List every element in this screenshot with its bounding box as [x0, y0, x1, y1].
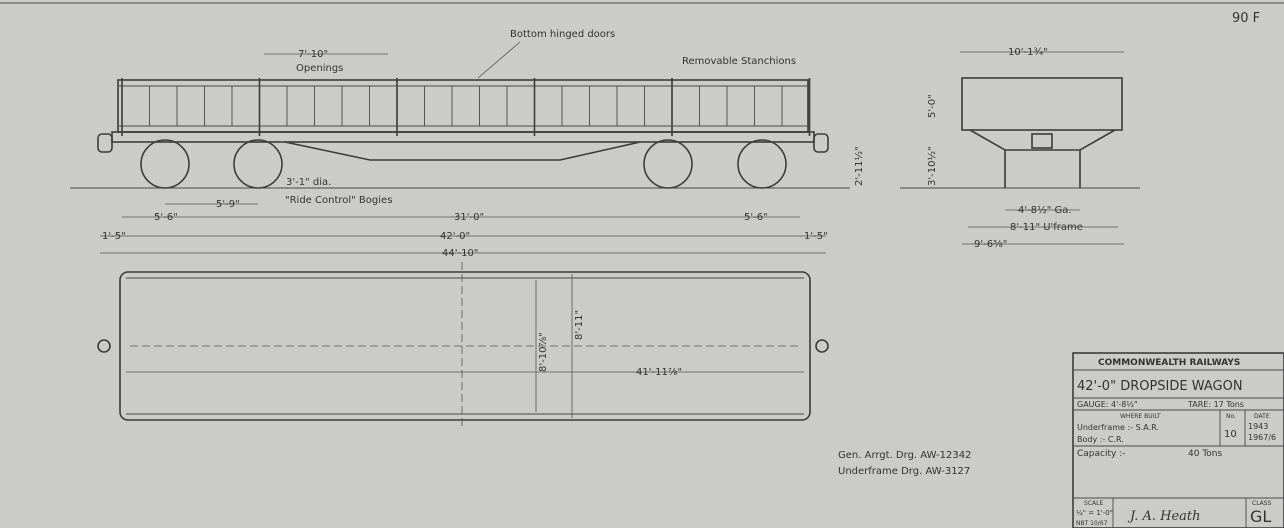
coupler-left — [97, 133, 113, 153]
wagon-body — [117, 79, 809, 133]
dim-coupler-height: 2'-11½" — [853, 146, 865, 186]
label-openings: Openings — [296, 63, 343, 74]
ref-gen-arrangement: Gen. Arrgt. Drg. AW-12342 — [838, 450, 971, 461]
wheel — [737, 139, 787, 189]
ref-underframe-drawing: Underframe Drg. AW-3127 — [838, 466, 970, 477]
where-built-header: WHERE BUILT — [1120, 413, 1161, 420]
label-bogies: "Ride Control" Bogies — [285, 195, 392, 206]
dim-bogie-centres: 31'-0" — [454, 212, 484, 223]
title-block-tare: TARE: 17 Tons — [1187, 400, 1244, 409]
dim-overhang-left: 5'-6" — [154, 212, 178, 223]
dim-underframe-width: 8'-11" U'frame — [1010, 222, 1083, 233]
label-removable-stanchions: Removable Stanchions — [682, 56, 796, 67]
dim-inside-length: 41'-11⅞" — [636, 367, 682, 378]
dim-end-floor-height: 3'-10½" — [926, 146, 938, 186]
end-coupler — [1031, 133, 1053, 149]
underframe-built: Underframe :- S.A.R. — [1077, 423, 1159, 432]
coupler-plan-right — [815, 339, 829, 353]
wagon-number: 10 — [1224, 429, 1237, 440]
dim-overhang-right: 5'-6" — [744, 212, 768, 223]
dim-inside-width: 8'-10⅞" — [538, 332, 549, 372]
title-block-org: COMMONWEALTH RAILWAYS — [1098, 358, 1240, 368]
body-built: Body :- C.R. — [1077, 435, 1124, 444]
sheet-ref: 90 F — [1232, 11, 1260, 26]
fishbelly-girder — [284, 141, 641, 161]
dim-overall-width: 9'-6⅝" — [974, 239, 1007, 250]
coupler-right — [813, 133, 829, 153]
date-1: 1943 — [1248, 422, 1268, 431]
title-block: COMMONWEALTH RAILWAYS 42'-0" DROPSIDE WA… — [1072, 352, 1284, 528]
scale-note: NBT 10/67 — [1076, 520, 1108, 527]
dim-gauge: 4'-8½" Ga. — [1018, 204, 1072, 216]
dim-overall-length: 44'-10" — [442, 248, 478, 259]
dim-end-body-height: 5'-0" — [927, 94, 938, 118]
dim-buffer-right: 1'-5" — [804, 231, 828, 242]
class-value: GL — [1250, 507, 1271, 526]
dim-body-length: 42'-0" — [440, 231, 470, 242]
plan-outline — [119, 271, 811, 421]
wheel — [233, 139, 283, 189]
wheel — [140, 139, 190, 189]
scale-header: SCALE — [1084, 500, 1103, 507]
no-header: No. — [1226, 413, 1236, 420]
dim-buffer-left: 1'-5" — [102, 231, 126, 242]
coupler-plan-left — [97, 339, 111, 353]
wheel — [643, 139, 693, 189]
plan-view: 8'-10⅞" 8'-11" 41'-11⅞" — [97, 262, 829, 430]
label-bottom-hinged-doors: Bottom hinged doors — [510, 29, 615, 40]
title-block-gauge: GAUGE: 4'-8½" — [1077, 400, 1138, 409]
title-block-title: 42'-0" DROPSIDE WAGON — [1077, 379, 1243, 394]
end-view: 10'-1¾" 5'-0" 3'-10½" 4'-8½" Ga. 8'-11" … — [900, 47, 1140, 250]
signature: J. A. Heath — [1127, 509, 1201, 524]
dim-bogie-wheelbase: 5'-9" — [216, 199, 240, 210]
date-2: 1967/6 — [1248, 433, 1276, 442]
scale-value: ¼" = 1'-0" — [1076, 509, 1113, 517]
class-header: CLASS — [1252, 500, 1272, 507]
dim-end-width-top: 10'-1¾" — [1008, 47, 1048, 58]
side-view: Bottom hinged doors 7'-10" Openings Remo… — [70, 29, 865, 259]
date-header: DATE — [1254, 413, 1270, 420]
capacity-label: Capacity :- — [1077, 449, 1125, 459]
dim-opening: 7'-10" — [298, 49, 328, 60]
dim-frame-width: 8'-11" — [574, 310, 585, 340]
capacity-value: 40 Tons — [1188, 449, 1222, 459]
end-body — [961, 77, 1123, 131]
dim-wheel-dia: 3'-1" dia. — [286, 177, 331, 188]
underframe — [111, 131, 815, 143]
